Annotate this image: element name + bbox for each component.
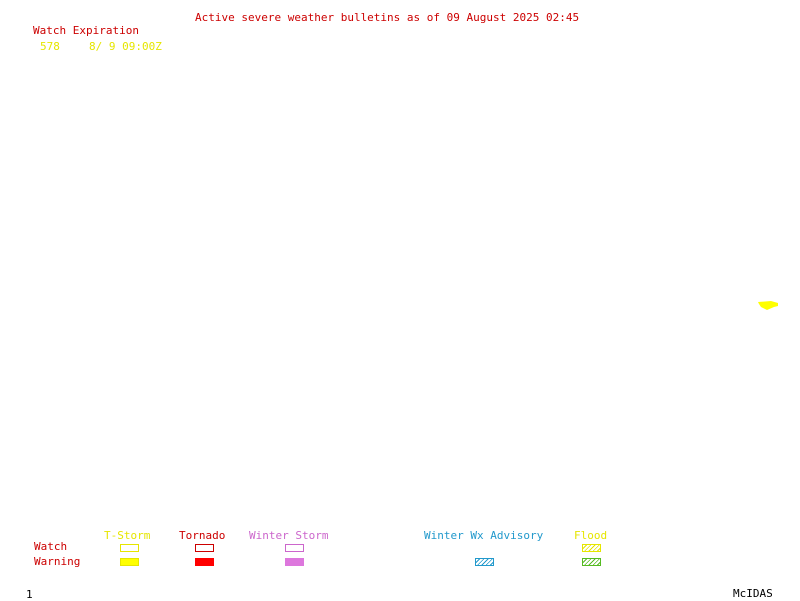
watch-row: 578 8/ 9 09:00Z [40, 41, 162, 52]
legend-winter-wx-advisory-label: Winter Wx Advisory [424, 529, 544, 542]
legend-flood-warning-swatch [582, 558, 601, 566]
legend-winter-storm-warning-swatch [285, 558, 304, 566]
legend-winter-storm-watch-swatch [285, 544, 304, 552]
legend-flood-label: Flood [574, 529, 608, 542]
legend-tornado-warning-swatch [195, 558, 214, 566]
bulletin-title: Active severe weather bulletins as of 09… [195, 11, 580, 24]
legend-tornado-label: Tornado [179, 529, 226, 542]
watch-expiration-header: Watch Expiration [33, 24, 139, 37]
watch-expiration-time: 8/ 9 09:00Z [89, 40, 162, 53]
software-label: McIDAS [733, 587, 773, 600]
watch-number: 578 [40, 40, 60, 53]
tstorm-watch-area [745, 289, 779, 310]
frame-number: 1 [26, 588, 33, 601]
legend-flood-watch-swatch [582, 544, 601, 552]
legend-tornado-watch-swatch [195, 544, 214, 552]
legend-watch-label: Watch [34, 540, 68, 553]
legend-winter-storm-label: Winter Storm [249, 529, 329, 542]
legend-tstorm-watch-swatch [120, 544, 139, 552]
legend-warning-label: Warning [34, 555, 81, 568]
legend-tstorm-label: T-Storm [104, 529, 151, 542]
legend-tstorm-warning-swatch [120, 558, 139, 566]
legend-winter-wx-advisory-swatch [475, 558, 494, 566]
